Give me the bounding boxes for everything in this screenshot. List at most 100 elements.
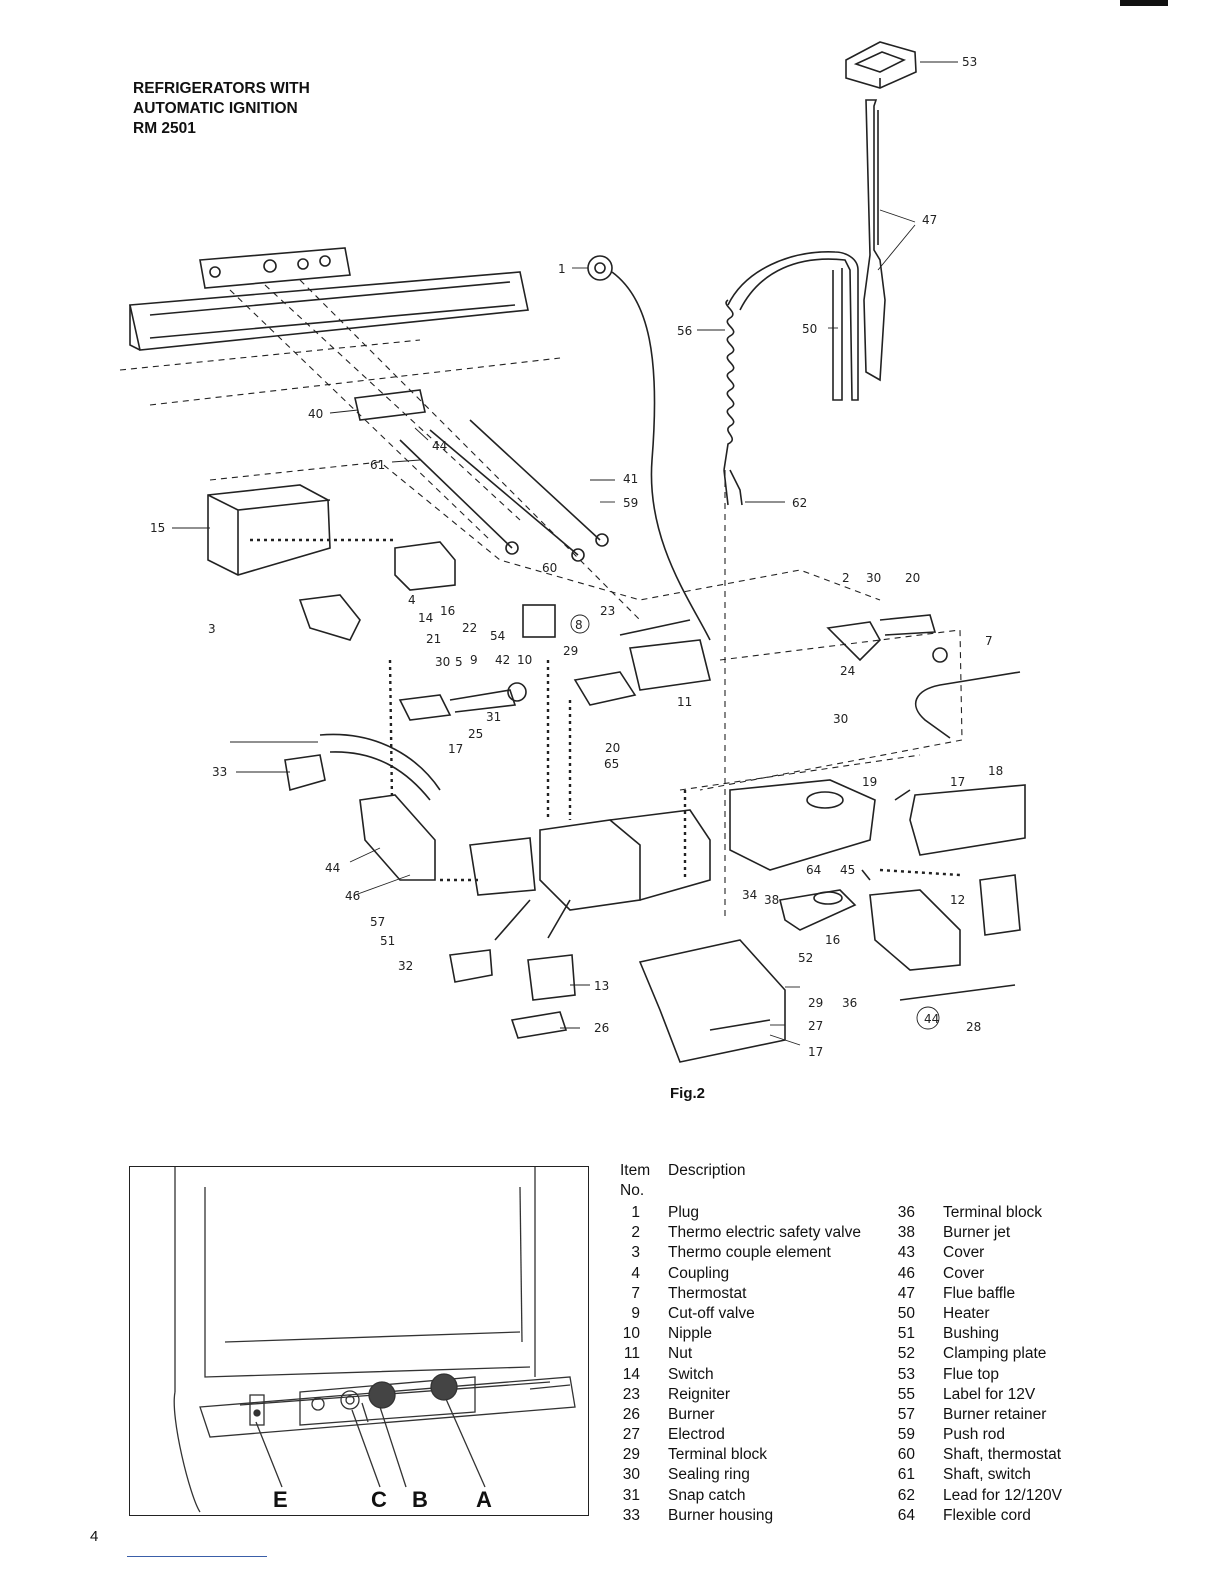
flue-baffle-part bbox=[863, 99, 886, 382]
callout-label: 52 bbox=[798, 951, 813, 965]
heater-part bbox=[727, 251, 859, 401]
legend-item-description: Burner retainer bbox=[943, 1405, 1047, 1423]
coiled-lead-part bbox=[723, 299, 735, 471]
legend-item-number: 62 bbox=[897, 1486, 915, 1504]
callout-label: 64 bbox=[806, 863, 821, 877]
legend-item-description: Cover bbox=[943, 1244, 985, 1262]
legend-item-description: Terminal block bbox=[668, 1446, 768, 1464]
legend-item-description: Electrod bbox=[668, 1426, 725, 1444]
legend-item-number: 57 bbox=[897, 1405, 915, 1423]
legend-item-description: Label for 12V bbox=[943, 1385, 1036, 1403]
burner-bracket-part bbox=[539, 819, 641, 911]
callout-label: 15 bbox=[150, 521, 165, 535]
legend-item-number: 31 bbox=[622, 1486, 640, 1504]
callout-label: 50 bbox=[802, 322, 817, 336]
callout-label: 4 bbox=[408, 593, 416, 607]
legend-item-description: Burner bbox=[668, 1405, 715, 1423]
plug-part bbox=[587, 255, 613, 281]
callout-label: 26 bbox=[594, 1021, 609, 1035]
letter-e: E bbox=[273, 1487, 288, 1512]
legend-item-description: Clamping plate bbox=[943, 1345, 1047, 1363]
legend-item-description: Thermo electric safety valve bbox=[668, 1224, 861, 1242]
legend-header-description: Description bbox=[668, 1162, 746, 1179]
control-panel-frame bbox=[129, 271, 529, 351]
legend-item-description: Nut bbox=[668, 1345, 693, 1363]
push-rod-part bbox=[469, 419, 601, 541]
legend-item-number: 51 bbox=[897, 1325, 915, 1343]
callout-label: 38 bbox=[764, 893, 779, 907]
callout-label: 61 bbox=[370, 458, 385, 472]
callout-label: 22 bbox=[462, 621, 477, 635]
legend-item-description: Cut-off valve bbox=[668, 1304, 755, 1322]
thermocouple-part bbox=[914, 671, 1021, 739]
legend-item-number: 2 bbox=[631, 1224, 640, 1242]
callout-label: 31 bbox=[486, 710, 501, 724]
title-line-3: RM 2501 bbox=[133, 120, 196, 137]
legend-item-number: 50 bbox=[897, 1304, 915, 1322]
callout-label: 32 bbox=[398, 959, 413, 973]
callout-label: 23 bbox=[600, 604, 615, 618]
callout-label: 51 bbox=[380, 934, 395, 948]
callout-label: 13 bbox=[594, 979, 609, 993]
legend-item-description: Coupling bbox=[668, 1264, 730, 1282]
callout-label: 56 bbox=[677, 324, 692, 338]
letter-b: B bbox=[412, 1487, 428, 1512]
legend-item-description: Shaft, switch bbox=[943, 1466, 1031, 1484]
legend-item-description: Push rod bbox=[943, 1426, 1006, 1444]
callout-label: 20 bbox=[605, 741, 620, 755]
legend-item-description: Nipple bbox=[668, 1325, 712, 1343]
legend-item-number: 64 bbox=[897, 1506, 915, 1524]
legend-item-number: 55 bbox=[897, 1385, 915, 1403]
legend-item-number: 11 bbox=[623, 1345, 640, 1363]
callout-label: 33 bbox=[212, 765, 227, 779]
shaft-thermostat-part bbox=[429, 429, 579, 556]
callout-label: 19 bbox=[862, 775, 877, 789]
callout-label: 10 bbox=[517, 653, 532, 667]
legend-item-number: 27 bbox=[622, 1426, 640, 1444]
callout-label: 20 bbox=[905, 571, 920, 585]
corner-mark bbox=[1120, 0, 1168, 6]
callout-label: 16 bbox=[440, 604, 455, 618]
callout-label: 44 bbox=[325, 861, 340, 875]
legend-item-description: Burner housing bbox=[668, 1506, 774, 1524]
callout-label: 42 bbox=[495, 653, 510, 667]
letter-a: A bbox=[476, 1487, 492, 1512]
legend-item-description: Shaft, thermostat bbox=[943, 1446, 1062, 1464]
legend-item-description: Lead for 12/120V bbox=[943, 1486, 1062, 1504]
callout-label: 27 bbox=[808, 1019, 823, 1033]
legend-item-number: 61 bbox=[897, 1466, 915, 1484]
callout-label: 16 bbox=[825, 933, 840, 947]
legend-item-description: Burner jet bbox=[943, 1224, 1011, 1242]
legend-item-number: 46 bbox=[897, 1264, 915, 1282]
cut-off-valve-part bbox=[398, 694, 452, 721]
callout-label: 41 bbox=[623, 472, 638, 486]
legend-item-description: Plug bbox=[668, 1204, 700, 1221]
title-line-2: AUTOMATIC IGNITION bbox=[133, 100, 298, 117]
legend-item-number: 59 bbox=[897, 1426, 915, 1444]
legend-item-number: 1 bbox=[631, 1204, 640, 1221]
legend-item-description: Sealing ring bbox=[668, 1466, 750, 1484]
cover-46-part bbox=[909, 784, 1026, 856]
legend-item-description: Flue top bbox=[943, 1365, 1000, 1383]
legend-item-number: 33 bbox=[622, 1506, 640, 1524]
callout-label: 53 bbox=[962, 55, 977, 69]
legend-item-number: 53 bbox=[897, 1365, 915, 1383]
legend-item-number: 52 bbox=[897, 1345, 915, 1363]
cover-43-part bbox=[638, 939, 786, 1063]
callout-label: 14 bbox=[418, 611, 433, 625]
legend-item-number: 30 bbox=[622, 1466, 640, 1484]
legend-item-number: 26 bbox=[622, 1405, 640, 1423]
callout-label: 29 bbox=[808, 996, 823, 1010]
callout-label: 8 bbox=[575, 618, 583, 632]
callout-label: 12 bbox=[950, 893, 965, 907]
letter-c: C bbox=[371, 1487, 387, 1512]
callout-label: 44 bbox=[924, 1012, 939, 1026]
legend-item-number: 14 bbox=[622, 1365, 640, 1383]
callout-label: 30 bbox=[866, 571, 881, 585]
flexible-cord-part bbox=[319, 733, 441, 791]
callout-label: 36 bbox=[842, 996, 857, 1010]
page-title: REFRIGERATORS WITH AUTOMATIC IGNITION RM… bbox=[133, 79, 310, 139]
legend-item-number: 10 bbox=[622, 1325, 640, 1343]
control-panel-photo: E C B A bbox=[129, 1166, 589, 1516]
callout-label: 47 bbox=[922, 213, 937, 227]
